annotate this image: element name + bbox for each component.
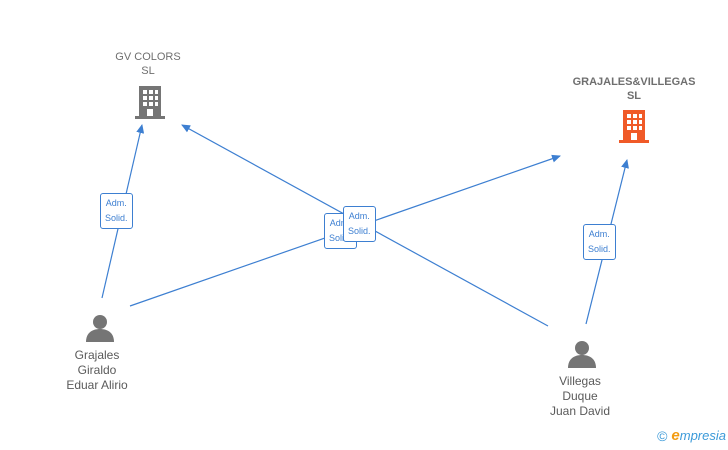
empresia-logo[interactable]: © empresia	[657, 427, 726, 444]
person-villegas-label[interactable]: Villegas Duque Juan David	[549, 374, 611, 418]
person-icon[interactable]	[85, 313, 115, 348]
company-grajales-villegas-label[interactable]: GRAJALES&VILLEGAS SL	[572, 76, 696, 102]
building-icon[interactable]	[135, 84, 165, 125]
edge-label-role: Adm. Solid.	[583, 224, 616, 260]
company-gv-colors-label[interactable]: GV COLORS SL	[115, 51, 181, 77]
person-grajales-label[interactable]: Grajales Giraldo Eduar Alirio	[66, 348, 128, 392]
edge-label-role: Adm. Solid.	[100, 193, 133, 229]
person-icon[interactable]	[567, 339, 597, 374]
brand-name: mpresia	[679, 428, 726, 443]
building-icon[interactable]	[619, 108, 649, 149]
edge-label-role: Adm. Solid.	[343, 206, 376, 242]
copyright-icon: ©	[657, 427, 668, 444]
brand-initial: e	[671, 427, 680, 444]
